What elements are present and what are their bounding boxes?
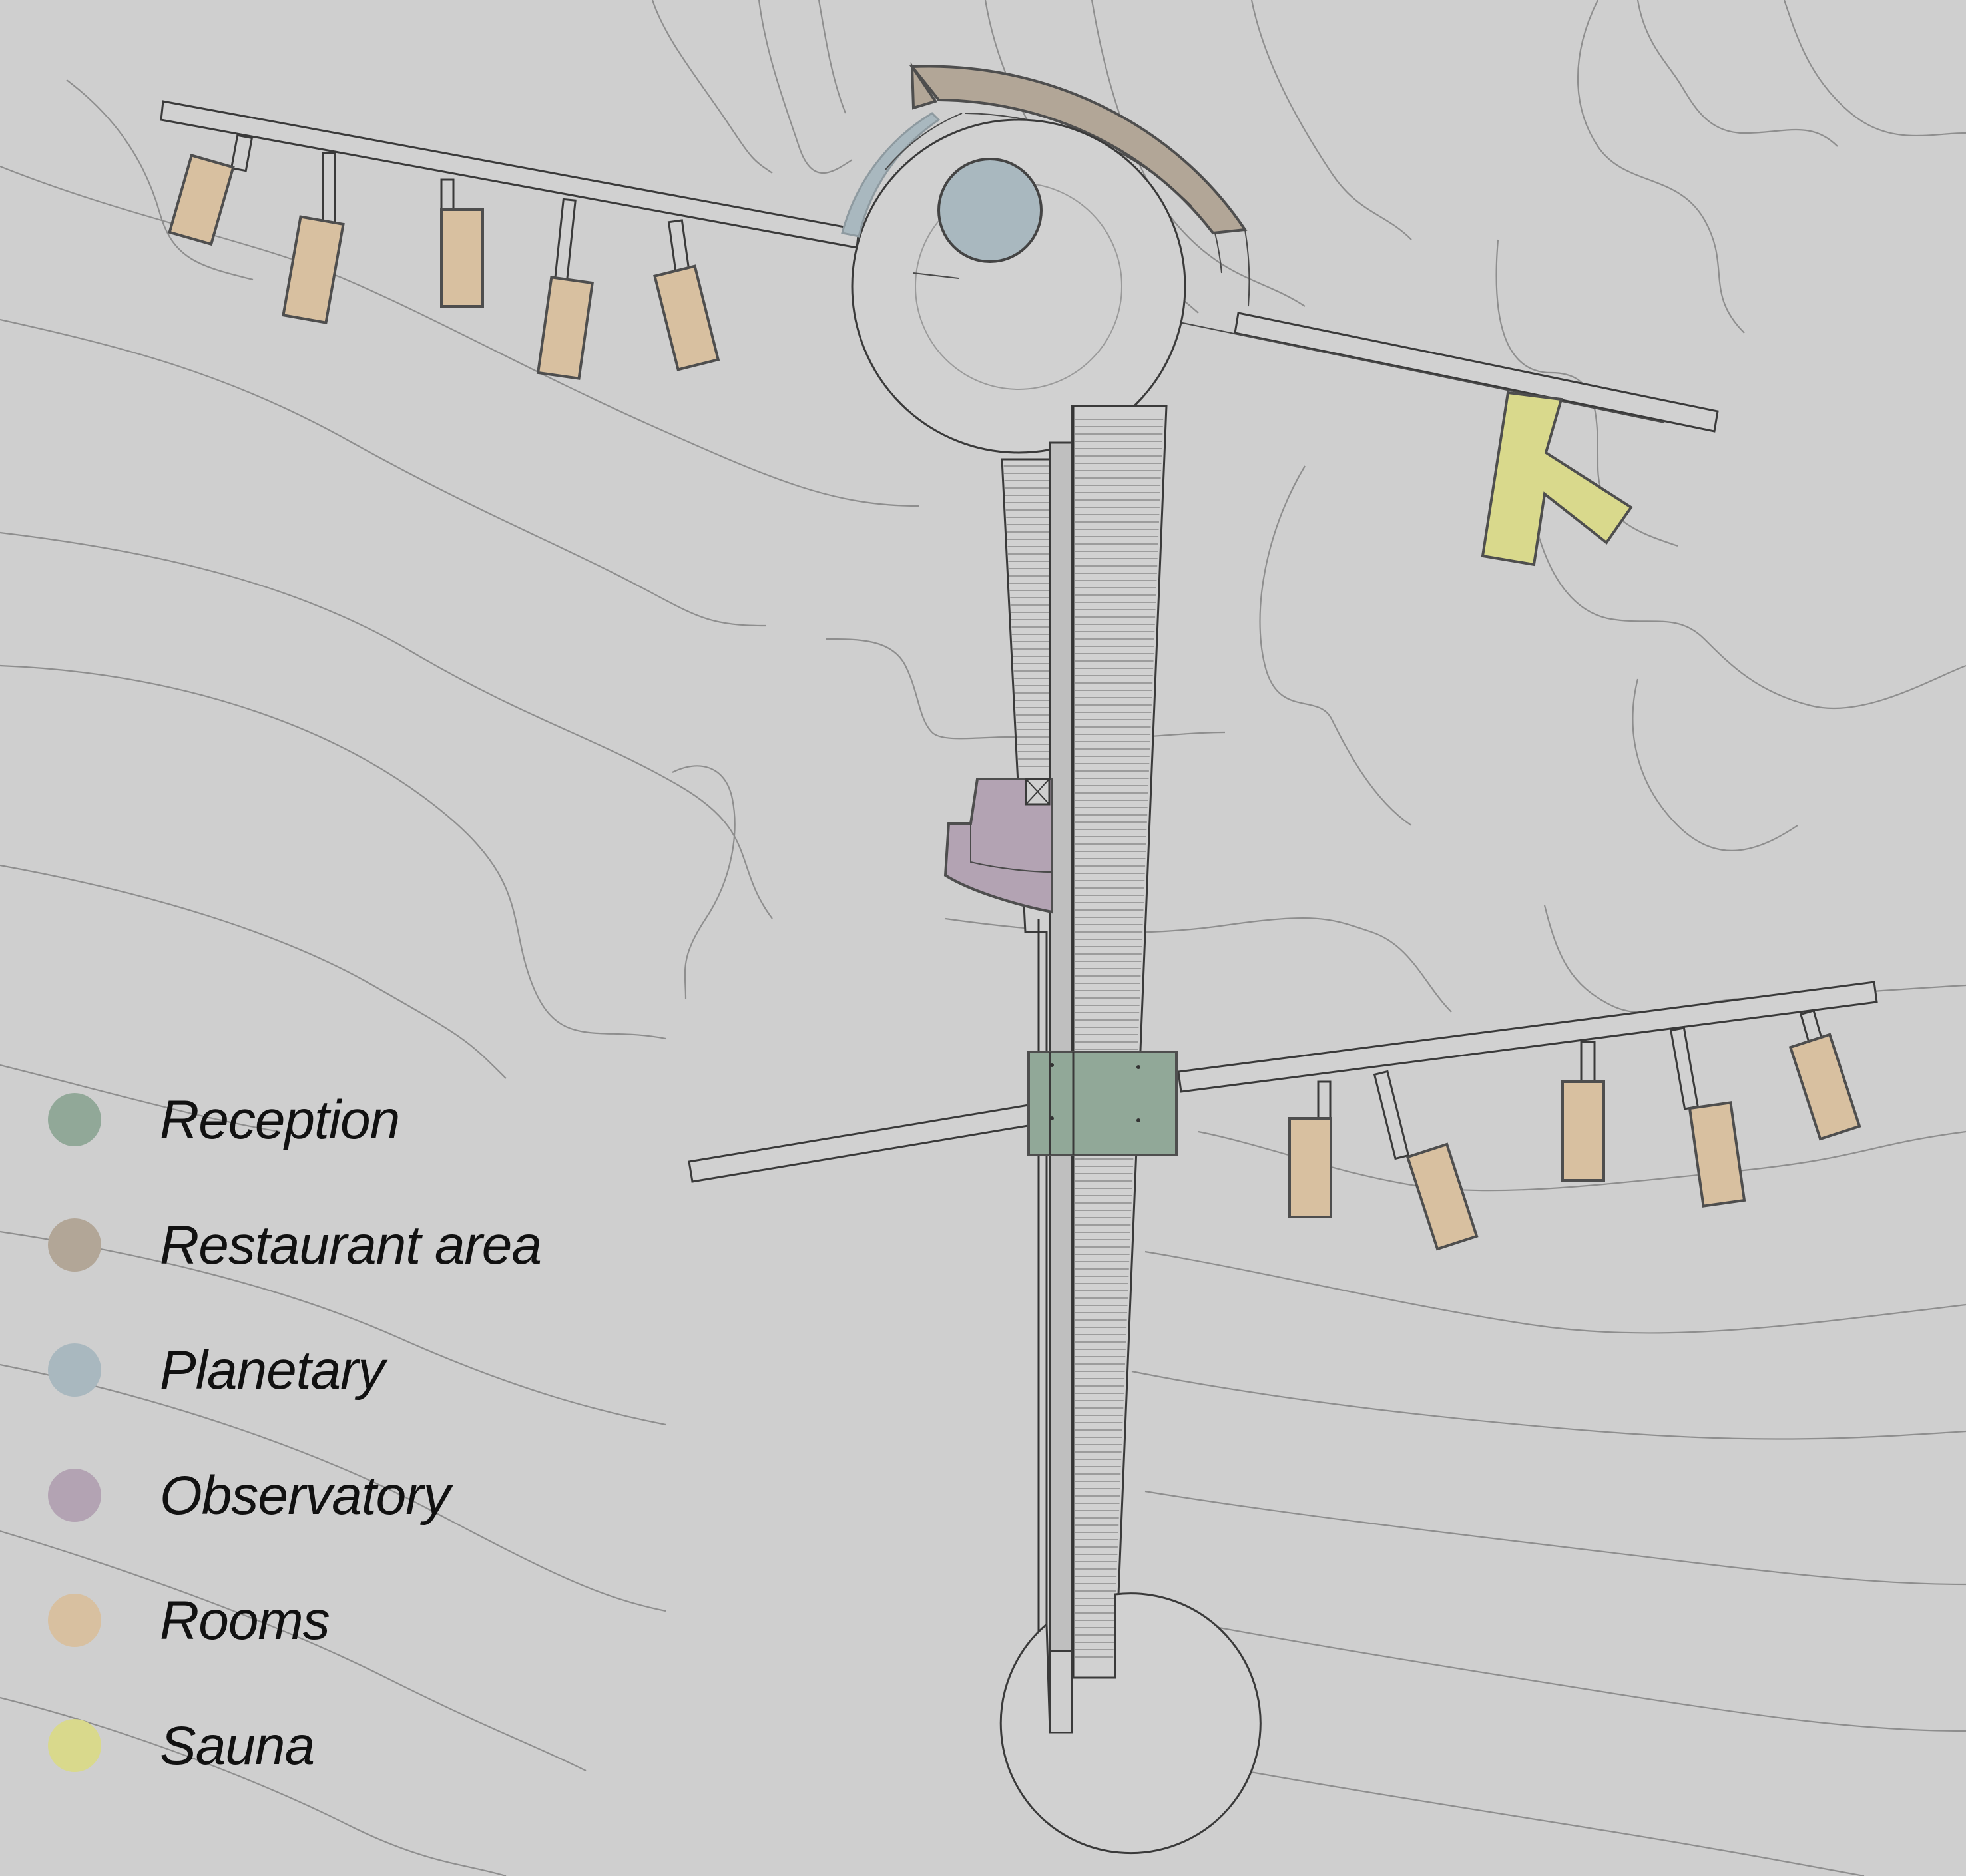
rooms-lower: [1288, 1033, 1861, 1251]
legend-label-reception: Reception: [160, 1090, 399, 1150]
sauna-block: [1481, 391, 1633, 567]
legend-label-planetary: Planetary: [160, 1340, 388, 1401]
legend-swatch-reception: [48, 1093, 101, 1146]
legend-label-observatory: Observatory: [160, 1465, 454, 1526]
legend-swatch-rooms: [48, 1594, 101, 1647]
lower-plaza: [999, 1592, 1262, 1855]
upper-east-walkway: [1118, 309, 1719, 433]
rooms-upper: [168, 154, 720, 380]
legend-label-sauna: Sauna: [160, 1716, 314, 1776]
legend-label-rooms: Rooms: [160, 1590, 330, 1651]
restaurant-area-block: [909, 62, 1250, 307]
legend-swatch-planetary: [48, 1343, 101, 1397]
planetary-dome: [937, 158, 1043, 263]
reception-block: [1027, 1051, 1178, 1156]
observatory-block: [943, 778, 1053, 914]
central-plaza: [841, 112, 1186, 454]
lower-walkway: [688, 981, 1878, 1183]
legend-label-restaurant: Restaurant area: [160, 1215, 541, 1276]
legend-swatch-restaurant: [48, 1218, 101, 1272]
legend-swatch-observatory: [48, 1469, 101, 1522]
legend-swatch-sauna: [48, 1719, 101, 1772]
